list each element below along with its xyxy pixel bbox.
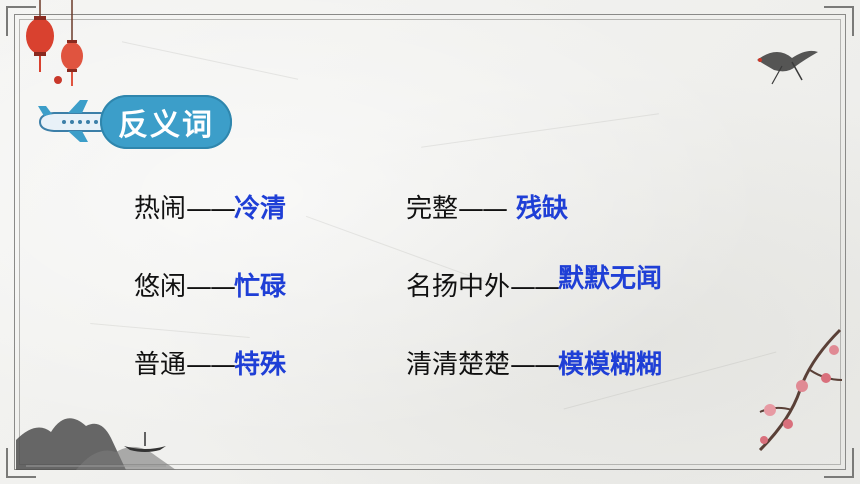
- pair-dash: ——: [186, 350, 236, 380]
- corner-ornament: [824, 6, 854, 36]
- pair-dash: ——: [186, 272, 236, 302]
- antonym-pair: 悠闲——忙碌: [134, 270, 286, 304]
- corner-ornament: [824, 448, 854, 478]
- pair-term: 热闹: [134, 194, 187, 224]
- inner-border: [19, 19, 841, 465]
- outer-border: [14, 14, 846, 470]
- pair-dash: ——: [458, 194, 508, 224]
- title-badge: 反义词: [100, 95, 232, 149]
- pair-answer: 冷清: [234, 194, 287, 224]
- pair-answer: 模模糊糊: [558, 350, 663, 380]
- pair-dash: ——: [510, 272, 560, 302]
- antonym-pair: 名扬中外——默默无闻: [406, 264, 662, 304]
- lantern-icon: [26, 0, 83, 86]
- antonym-pair: 清清楚楚——模模糊糊: [406, 348, 662, 382]
- pair-term: 悠闲: [134, 272, 187, 302]
- pair-dash: ——: [186, 194, 236, 224]
- mountain-icon: [16, 418, 176, 470]
- antonym-pair: 完整—— 残缺: [406, 192, 568, 226]
- pair-answer: 特殊: [234, 350, 287, 380]
- pair-term: 普通: [134, 350, 187, 380]
- corner-ornament: [6, 448, 36, 478]
- pair-term: 清清楚楚: [406, 350, 511, 380]
- pair-term: 完整: [406, 194, 459, 224]
- boat-icon: [124, 432, 166, 452]
- pair-answer: 忙碌: [234, 272, 287, 302]
- pair-answer: 残缺: [516, 194, 569, 224]
- pair-dash: ——: [510, 350, 560, 380]
- corner-ornament: [6, 6, 36, 36]
- crane-icon: [757, 50, 818, 85]
- page-title: 反义词: [118, 108, 214, 143]
- plum-blossom-icon: [758, 328, 843, 452]
- antonym-pair: 热闹——冷清: [134, 192, 286, 226]
- antonym-pair: 普通——特殊: [134, 348, 286, 382]
- pair-term: 名扬中外: [406, 272, 511, 302]
- pair-answer: 默默无闻: [558, 264, 663, 294]
- plane-icon: [38, 100, 118, 142]
